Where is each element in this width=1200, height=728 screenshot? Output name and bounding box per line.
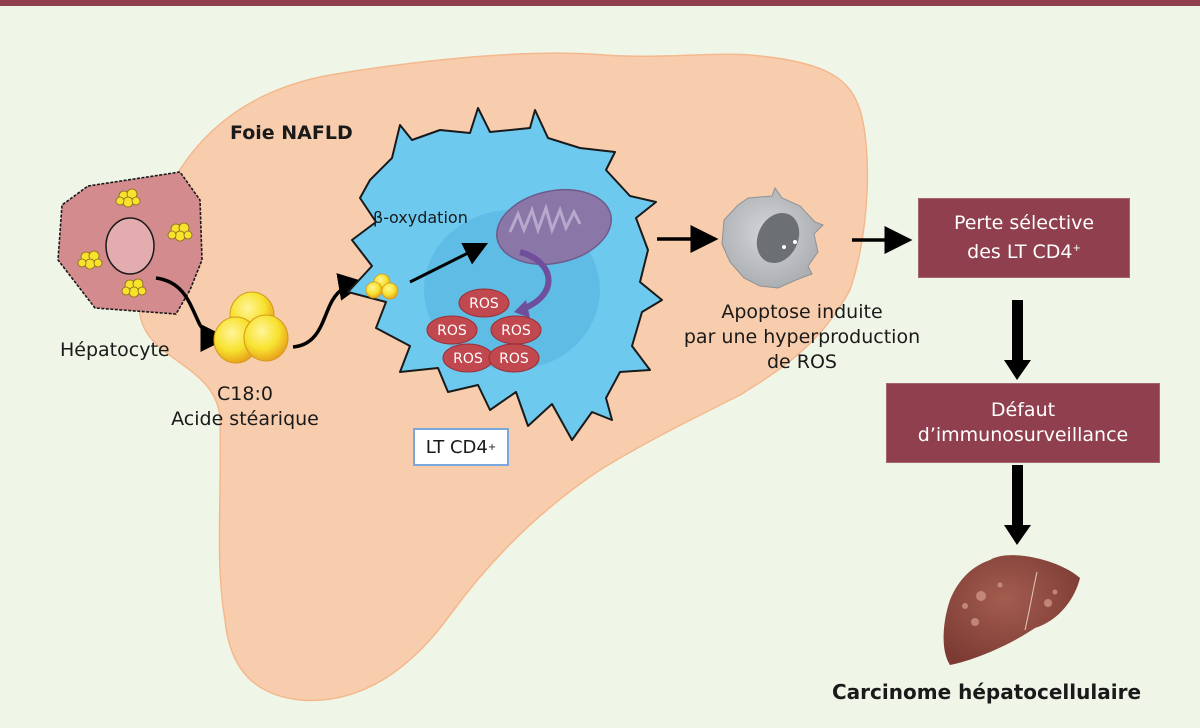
apoptosis-line-3: de ROS — [766, 351, 837, 373]
down-arrow-2 — [1004, 465, 1031, 545]
selective-loss-line-2: des LT CD4 — [967, 241, 1073, 263]
hcc-liver-image — [943, 555, 1080, 665]
stearic-acid-droplets — [213, 291, 289, 364]
immunosurveillance-line-2: d’immunosurveillance — [917, 424, 1129, 446]
ros-label: ROS — [453, 351, 483, 367]
fatty-acid-label: C18:0 Acide stéarique — [155, 382, 335, 432]
ros-label: ROS — [437, 323, 467, 339]
immunosurveillance-defect-box: Défaut d’immunosurveillance — [886, 383, 1160, 463]
purple-arrow-head — [514, 300, 530, 318]
lipid-droplets — [77, 188, 193, 298]
selective-loss-box: Perte sélective des LT CD4+ — [918, 198, 1130, 278]
internal-lipid-droplets — [365, 273, 399, 300]
ros-1 — [458, 288, 510, 318]
hepatocyte-cell — [57, 171, 203, 315]
lt-cd4-sup: + — [487, 441, 497, 453]
ros-2 — [426, 315, 478, 345]
selective-loss-sup: + — [1072, 243, 1081, 254]
apoptotic-cell — [721, 186, 824, 289]
hepatocyte-label: Hépatocyte — [60, 339, 170, 361]
carcinoma-label: Carcinome hépatocellulaire — [832, 680, 1142, 704]
ros-label: ROS — [469, 296, 499, 312]
down-arrow-1 — [1004, 300, 1031, 380]
ros-label: ROS — [499, 351, 529, 367]
beta-oxidation-label: β-oxydation — [373, 208, 468, 227]
fatty-acid-name: Acide stéarique — [171, 408, 319, 430]
ros-label: ROS — [501, 323, 531, 339]
arrow-hepatocyte-to-fatty-acid — [155, 276, 229, 352]
arrow-to-mitochondria — [409, 242, 489, 284]
arrow-fatty-acid-to-lymphocyte — [292, 273, 367, 349]
fatty-acid-code: C18:0 — [217, 383, 273, 405]
ros-5 — [488, 343, 540, 373]
mitochondrion — [496, 189, 612, 265]
ros-cluster: ROS ROS ROS ROS ROS — [426, 288, 542, 373]
hepatocyte-nucleus — [105, 217, 155, 275]
apoptosis-line-2: par une hyperproduction — [683, 326, 921, 348]
lt-cd4-label-box: LT CD4+ — [413, 428, 509, 466]
top-accent-bar — [0, 0, 1200, 6]
arrow-mitochondria-to-ros — [518, 249, 552, 313]
liver-title: Foie NAFLD — [230, 122, 353, 144]
apoptosis-label: Apoptose induite par une hyperproduction… — [652, 300, 952, 375]
lt-cd4-label: LT CD4 — [425, 436, 488, 458]
apoptosis-line-1: Apoptose induite — [721, 301, 883, 323]
selective-loss-line-1: Perte sélective — [953, 212, 1095, 234]
immunosurveillance-line-1: Défaut — [990, 399, 1056, 421]
